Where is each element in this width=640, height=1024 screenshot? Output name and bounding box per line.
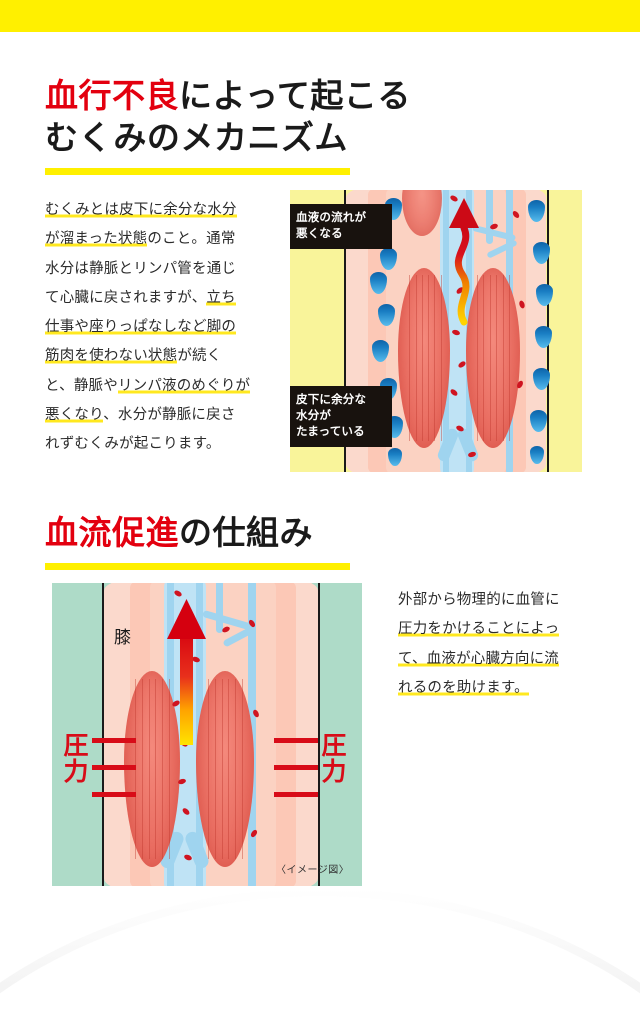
body-line-3: 水分は静脈とリンパ管を通じ (45, 260, 237, 277)
water-droplet (535, 326, 552, 348)
section1-heading-red: 血行不良 (45, 76, 179, 115)
pressure-right-char1: 圧 (321, 731, 347, 760)
muscle-right (196, 671, 254, 867)
pressure-arrow-right-1 (274, 738, 318, 743)
figure-blood-flow-promotion: 膝 (52, 583, 362, 886)
section2-body-text: 外部から物理的に血管に 圧力をかけることによっ て、血液が心臓方向に流 れるのを… (398, 586, 610, 703)
s2-line-3: て、血液が心臓方向に流 (398, 650, 559, 667)
section1-heading: 血行不良によって起こる むくみのメカニズム (45, 75, 605, 158)
body-line-8a: 悪くなり (45, 406, 104, 423)
blood-flow-arrow (449, 198, 479, 326)
vein-branch-upper (216, 583, 223, 633)
water-droplet (536, 284, 553, 306)
section2-heading: 血流促進の仕組み (45, 512, 605, 554)
muscle-right (466, 268, 520, 448)
section1-heading-line2: むくみのメカニズム (45, 117, 348, 157)
body-line-4a: て心臓に戻されますが、 (45, 289, 207, 306)
s2-line-1: 外部から物理的に血管に (398, 592, 560, 608)
pressure-arrow-right-3 (274, 792, 318, 797)
figure-poor-circulation: 血液の流れが 悪くなる 皮下に余分な 水分が たまっている (290, 190, 582, 472)
pressure-right-char2: 力 (321, 756, 347, 786)
vein-branch-upper (486, 190, 493, 244)
body-line-6a: 筋肉を使わない状態 (45, 348, 178, 365)
pressure-arrow-left-1 (92, 738, 136, 743)
pressure-arrow-right-2 (274, 765, 318, 770)
pressure-arrow-left-3 (92, 792, 136, 797)
body-line-9: れずむくみが起こります。 (45, 436, 221, 453)
s2-line-4: れるのを助けます。 (398, 679, 529, 696)
bottom-decoration (0, 874, 640, 1024)
body-line-7a: と、静脈や (45, 377, 118, 394)
knee-label: 膝 (114, 628, 131, 648)
callout2-line2: 水分が (296, 407, 332, 422)
body-line-2b: のこと。通常 (147, 231, 236, 248)
body-line-8b: 、水分が静脈に戻さ (103, 406, 236, 423)
callout-subcutaneous-water: 皮下に余分な 水分が たまっている (290, 386, 392, 447)
callout2-line1: 皮下に余分な (296, 392, 367, 406)
section1-body-text: むくみとは皮下に余分な水分 が溜まった状態のこと。通常 水分は静脈とリンパ管を通… (45, 196, 285, 460)
body-line-2a: が溜まった状態 (45, 231, 148, 248)
body-line-6b: が続く (177, 348, 222, 365)
s2-line-2: 圧力をかけることによっ (398, 621, 560, 638)
pressure-arrow-left-2 (92, 765, 136, 770)
pressure-label-right: 圧 力 (320, 733, 348, 784)
section1-heading-rule (45, 168, 350, 175)
section1-heading-rest: によって起こる (179, 76, 411, 115)
body-line-5: 仕事や座りっぱなしなど脚の (45, 319, 237, 336)
bottom-white-curve (0, 896, 640, 1024)
callout2-line3: たまっている (296, 423, 365, 438)
pressure-left-char1: 圧 (63, 731, 89, 760)
callout-blood-flow: 血液の流れが 悪くなる (290, 204, 392, 249)
leg-outline-left (102, 583, 104, 886)
body-line-1: むくみとは皮下に余分な水分 (45, 202, 237, 218)
callout1-line1: 血液の流れが (296, 210, 367, 224)
figure-caption: 〈イメージ図〉 (276, 865, 350, 876)
top-yellow-band (0, 0, 640, 32)
section2-heading-rest: の仕組み (179, 513, 313, 552)
leg-outline-right (318, 583, 320, 886)
pressure-label-left: 圧 力 (62, 733, 90, 784)
section2-heading-red: 血流促進 (45, 513, 179, 552)
body-line-7b: リンパ液のめぐりが (117, 377, 251, 394)
muscle-left (398, 268, 450, 448)
callout1-line2: 悪くなる (296, 225, 343, 240)
section2-heading-rule (45, 563, 350, 570)
pressure-left-char2: 力 (63, 756, 89, 786)
body-line-4b: 立ち (206, 289, 236, 306)
upward-blood-flow-arrow (167, 599, 206, 745)
leg-outline-left (344, 190, 346, 472)
